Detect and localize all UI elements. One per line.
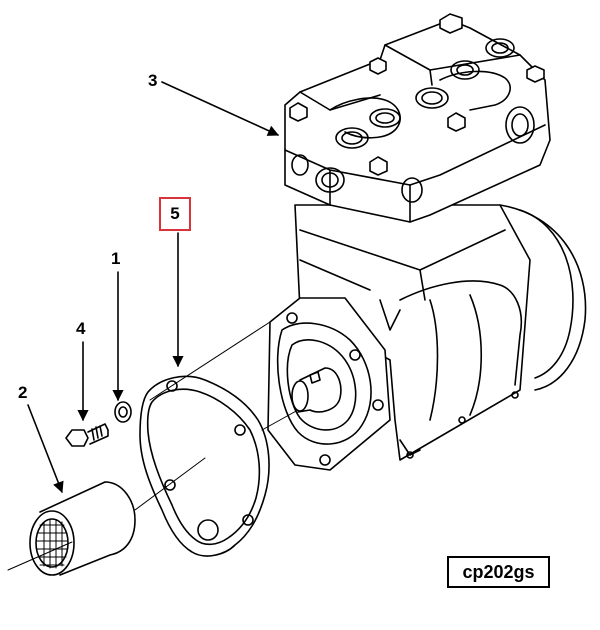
figure-reference-text: cp202gs: [462, 561, 535, 582]
figure-reference-code: cp202gs: [447, 556, 550, 588]
callout-label-4: 4: [76, 319, 86, 338]
washer: [114, 401, 132, 423]
arrow-item-2: [27, 404, 64, 494]
callout-label-2: 2: [18, 383, 28, 402]
cylinder-head: [284, 13, 551, 223]
arrow-item-3: [161, 81, 280, 136]
gasket: [139, 375, 270, 557]
bearing: [29, 481, 136, 576]
mounting-flange: [267, 297, 391, 471]
callout-label-5-text: 5: [170, 204, 180, 223]
callout-arrows: [27, 81, 280, 494]
callout-label-1: 1: [111, 249, 121, 268]
assembly-center-line: [7, 321, 299, 571]
callout-label-5-highlighted[interactable]: 5: [159, 197, 191, 231]
callout-label-3: 3: [148, 71, 158, 90]
bolt: [65, 423, 109, 447]
compressor-body: [294, 204, 587, 461]
